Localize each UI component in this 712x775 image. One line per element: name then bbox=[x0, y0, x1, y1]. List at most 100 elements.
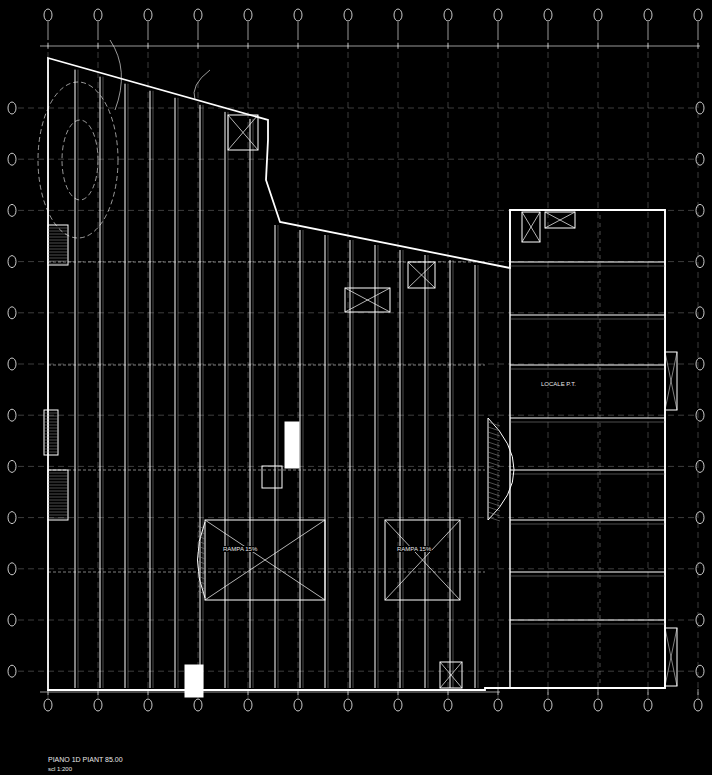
plan-line bbox=[648, 42, 649, 698]
plan-line bbox=[375, 245, 376, 688]
plan-line bbox=[44, 422, 58, 423]
plan-line bbox=[498, 689, 499, 695]
axis-bubble bbox=[194, 699, 202, 711]
plan-line bbox=[498, 42, 499, 698]
plan-rect bbox=[228, 115, 258, 150]
plan-line bbox=[98, 43, 99, 49]
plan-line bbox=[48, 252, 68, 253]
axis-bubble bbox=[44, 9, 52, 21]
plan-line bbox=[153, 91, 154, 688]
plan-line bbox=[253, 119, 254, 688]
plan-line bbox=[522, 212, 540, 242]
plan-line bbox=[48, 255, 68, 256]
axis-bubble bbox=[696, 358, 704, 370]
axis-bubble bbox=[644, 9, 652, 21]
axis-bubble bbox=[696, 512, 704, 524]
plan-rect bbox=[510, 210, 665, 688]
plan-line bbox=[48, 261, 68, 262]
plan-line bbox=[510, 266, 665, 267]
axis-bubble bbox=[694, 9, 702, 21]
plan-line bbox=[48, 240, 68, 241]
plan-line bbox=[40, 46, 700, 47]
plan-line bbox=[48, 494, 68, 495]
plan-line bbox=[378, 245, 379, 688]
plan-line bbox=[475, 265, 476, 688]
plan-line bbox=[250, 119, 251, 688]
plan-line bbox=[348, 42, 349, 698]
plan-rect bbox=[665, 352, 677, 410]
plan-line bbox=[510, 422, 665, 423]
plan-line bbox=[18, 108, 694, 109]
plan-line bbox=[48, 491, 68, 492]
plan-rect bbox=[408, 262, 435, 288]
plan-line bbox=[125, 84, 126, 688]
ramp-label: RAMPA 15% bbox=[222, 546, 258, 552]
plan-line bbox=[478, 265, 479, 688]
plan-rect bbox=[545, 212, 575, 228]
plan-line bbox=[298, 43, 299, 49]
plan-rect bbox=[285, 422, 299, 468]
plan-line bbox=[348, 43, 349, 49]
plan-line bbox=[18, 671, 694, 672]
plan-line bbox=[600, 215, 601, 684]
plan-line bbox=[598, 689, 599, 695]
plan-line bbox=[598, 22, 599, 40]
axis-bubble bbox=[696, 614, 704, 626]
plan-line bbox=[40, 692, 500, 693]
plan-line bbox=[44, 431, 58, 432]
plan-line bbox=[275, 225, 276, 688]
axis-bubble bbox=[696, 256, 704, 268]
axis-bubble bbox=[696, 460, 704, 472]
plan-line bbox=[18, 466, 694, 467]
plan-line bbox=[78, 70, 79, 688]
plan-line bbox=[128, 84, 129, 688]
drawing-caption: PIANO 1D PIANT 85.00 bbox=[47, 756, 124, 763]
plan-line bbox=[18, 364, 694, 365]
plan-line bbox=[198, 42, 199, 698]
plan-line bbox=[548, 43, 549, 49]
curve bbox=[110, 40, 121, 110]
plan-rect bbox=[262, 466, 282, 488]
axis-bubble bbox=[594, 9, 602, 21]
axis-bubble bbox=[144, 699, 152, 711]
plan-line bbox=[48, 512, 68, 513]
plan-line bbox=[48, 497, 68, 498]
axis-bubble bbox=[94, 9, 102, 21]
plan-line bbox=[48, 485, 68, 486]
axis-bubble bbox=[294, 9, 302, 21]
plan-line bbox=[44, 434, 58, 435]
axis-bubble bbox=[244, 699, 252, 711]
plan-line bbox=[44, 440, 58, 441]
plan-line bbox=[398, 22, 399, 40]
plan-line bbox=[522, 212, 540, 242]
plan-line bbox=[48, 246, 68, 247]
plan-line bbox=[400, 250, 401, 688]
axis-bubble bbox=[8, 460, 16, 472]
plan-line bbox=[440, 662, 462, 688]
plan-line bbox=[205, 520, 325, 600]
axis-bubble bbox=[444, 699, 452, 711]
axis-bubble bbox=[94, 699, 102, 711]
plan-line bbox=[350, 240, 351, 688]
plan-line bbox=[18, 415, 694, 416]
axis-bubble bbox=[344, 699, 352, 711]
plan-line bbox=[425, 255, 426, 688]
plan-line bbox=[44, 428, 58, 429]
axis-bubble bbox=[696, 153, 704, 165]
plan-line bbox=[48, 237, 68, 238]
plan-line bbox=[325, 235, 326, 688]
plan-line bbox=[44, 449, 58, 450]
plan-line bbox=[665, 628, 677, 686]
plan-line bbox=[48, 365, 485, 366]
plan-line bbox=[510, 261, 665, 262]
plan-line bbox=[48, 476, 68, 477]
plan-line bbox=[510, 319, 665, 320]
plan-line bbox=[48, 22, 49, 40]
axis-bubble bbox=[494, 9, 502, 21]
plan-line bbox=[698, 689, 699, 695]
plan-line bbox=[428, 255, 429, 688]
plan-line bbox=[48, 503, 68, 504]
plan-line bbox=[548, 42, 549, 698]
plan-line bbox=[345, 288, 390, 312]
plan-line bbox=[228, 115, 258, 150]
